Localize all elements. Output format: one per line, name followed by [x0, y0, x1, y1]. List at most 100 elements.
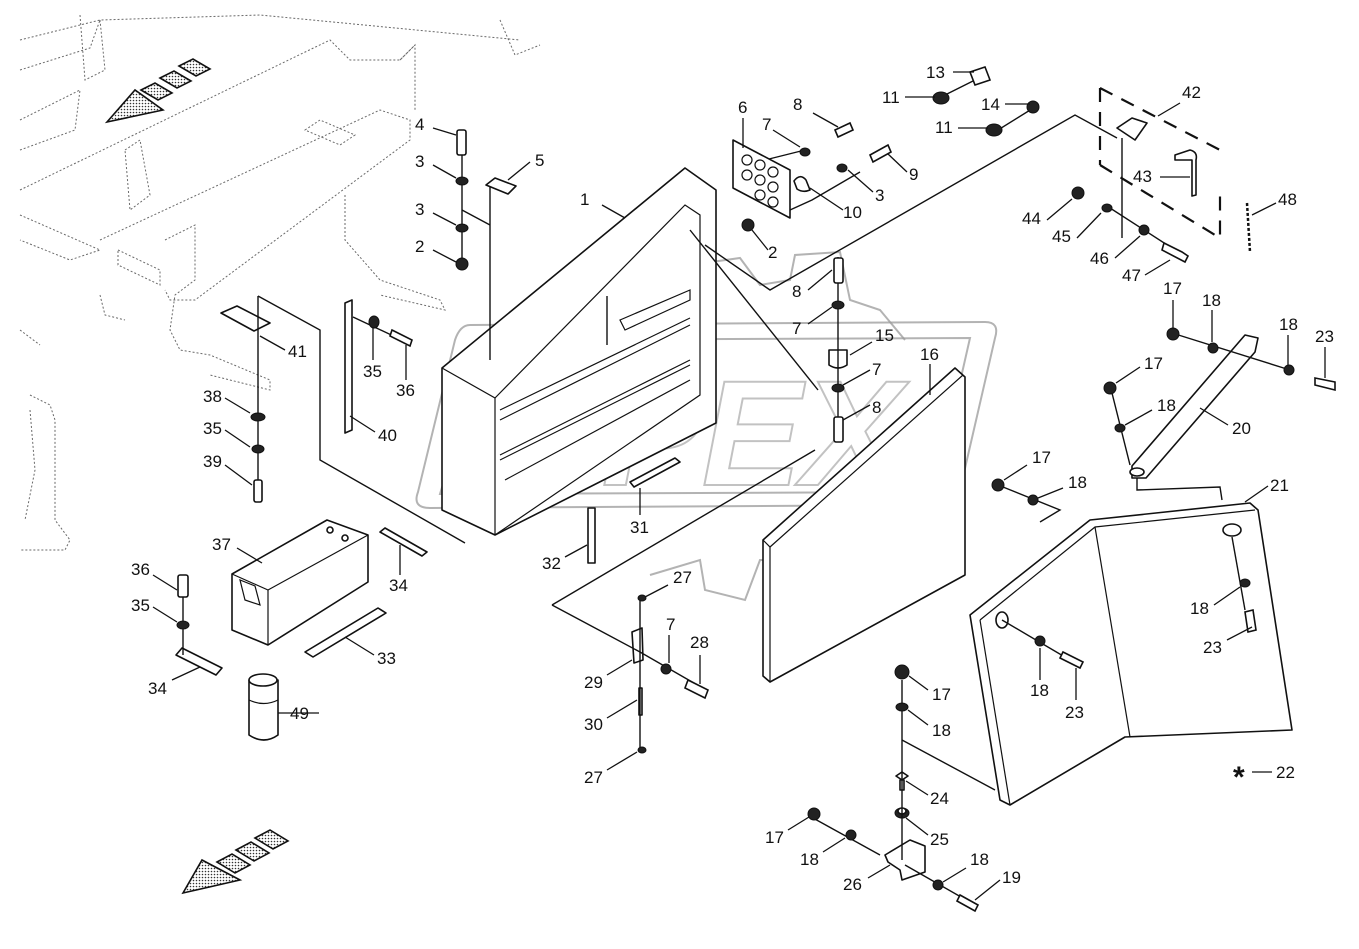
- callout-33: 33: [377, 649, 396, 668]
- leader-c18e: [1213, 586, 1241, 606]
- leader-c3c: [847, 169, 874, 193]
- hinge[interactable]: [631, 627, 644, 664]
- leader-c39: [224, 464, 253, 486]
- direction-arrow-top: [104, 58, 212, 124]
- callout-35: 35: [363, 362, 382, 381]
- leader-c1: [601, 204, 626, 219]
- leader-c3a: [432, 164, 457, 179]
- hold-down-bracket-left[interactable]: [175, 647, 223, 676]
- callout-46: 46: [1090, 249, 1109, 268]
- callout-7: 7: [666, 615, 675, 634]
- callout-18: 18: [800, 850, 819, 869]
- callout-11: 11: [882, 88, 900, 107]
- door-panel[interactable]: [762, 367, 966, 683]
- callout-18: 18: [1202, 291, 1221, 310]
- seal-strip[interactable]: [587, 507, 596, 564]
- callout-18: 18: [970, 850, 989, 869]
- callout-18: 18: [932, 721, 951, 740]
- callout-17: 17: [932, 685, 951, 704]
- callout-3: 3: [875, 186, 884, 205]
- callout-6: 6: [738, 98, 747, 117]
- rubber-spacer-rod[interactable]: [629, 457, 681, 488]
- support-brace[interactable]: [1129, 334, 1259, 479]
- leader-c42: [1157, 102, 1181, 117]
- callout-7: 7: [872, 360, 881, 379]
- holder-clip[interactable]: [1116, 117, 1148, 141]
- safety-chain[interactable]: [1245, 202, 1252, 253]
- callout-18: 18: [1068, 473, 1087, 492]
- leader-c25: [905, 817, 929, 836]
- leader-c10: [809, 187, 844, 211]
- callout-45: 45: [1052, 227, 1071, 246]
- callout-29: 29: [584, 673, 603, 692]
- callout-35: 35: [131, 596, 150, 615]
- callout-47: 47: [1122, 266, 1141, 285]
- battery[interactable]: [231, 519, 369, 646]
- callout-19: 19: [1002, 868, 1021, 887]
- leader-c17d: [908, 675, 929, 691]
- side-cover[interactable]: [969, 502, 1293, 806]
- hold-down-bracket-right[interactable]: [379, 527, 428, 557]
- leader-c29: [606, 659, 633, 676]
- leader-c17b: [1115, 366, 1141, 384]
- callout-8: 8: [793, 95, 802, 114]
- note-marker: * 22: [1233, 761, 1295, 794]
- callout-8: 8: [792, 282, 801, 301]
- leader-c19: [974, 879, 1001, 901]
- leader-c36b: [152, 574, 178, 591]
- leader-c32: [564, 544, 588, 558]
- callout-34: 34: [148, 679, 167, 698]
- latch[interactable]: [485, 177, 517, 195]
- terminal-tab[interactable]: [793, 175, 811, 193]
- callout-15: 15: [875, 326, 894, 345]
- callout-23: 23: [1315, 327, 1334, 346]
- callout-leaders: [152, 71, 1326, 901]
- callout-35: 35: [203, 419, 222, 438]
- callout-23: 23: [1203, 638, 1222, 657]
- leader-c46: [1114, 235, 1141, 259]
- leader-c8b: [807, 269, 833, 291]
- leader-c35b: [224, 429, 251, 448]
- callout-7: 7: [792, 319, 801, 338]
- callout-39: 39: [203, 452, 222, 471]
- callout-24: 24: [930, 789, 949, 808]
- battery-box[interactable]: [441, 167, 717, 536]
- callout-22: 22: [1276, 763, 1295, 782]
- grease-canister[interactable]: [248, 673, 279, 741]
- callout-17: 17: [1144, 354, 1163, 373]
- callout-7: 7: [762, 115, 771, 134]
- leader-c17c: [1003, 464, 1028, 481]
- mounting-plate[interactable]: [220, 305, 271, 332]
- leader-c40: [349, 415, 376, 433]
- callout-43: 43: [1133, 167, 1152, 186]
- callout-18: 18: [1190, 599, 1209, 618]
- callout-48: 48: [1278, 190, 1297, 209]
- callout-34: 34: [389, 576, 408, 595]
- callout-25: 25: [930, 830, 949, 849]
- leader-c26: [867, 864, 891, 879]
- callout-10: 10: [843, 203, 862, 222]
- mounting-strip[interactable]: [344, 299, 353, 434]
- callout-11: 11: [935, 118, 953, 137]
- callout-41: 41: [288, 342, 307, 361]
- allen-key[interactable]: [1174, 149, 1198, 197]
- leader-c15: [849, 341, 873, 356]
- battery-clamp-bar[interactable]: [304, 607, 387, 658]
- direction-arrow-bottom: [181, 829, 290, 895]
- kit-boundary: [1098, 87, 1222, 240]
- callout-2: 2: [768, 243, 777, 262]
- leader-c18i: [942, 867, 967, 883]
- leader-c3b: [432, 212, 457, 226]
- asterisk-icon: *: [1233, 761, 1245, 794]
- leader-c2b: [751, 229, 769, 251]
- callout-32: 32: [542, 554, 561, 573]
- leader-c44: [1046, 198, 1073, 221]
- mounting-bracket[interactable]: [884, 839, 926, 881]
- leader-c18d: [1037, 487, 1064, 499]
- leader-c33: [344, 636, 375, 656]
- callout-26: 26: [843, 875, 862, 894]
- leader-c37: [236, 547, 263, 564]
- terminal-plate[interactable]: [732, 139, 791, 219]
- leader-c38: [224, 397, 251, 414]
